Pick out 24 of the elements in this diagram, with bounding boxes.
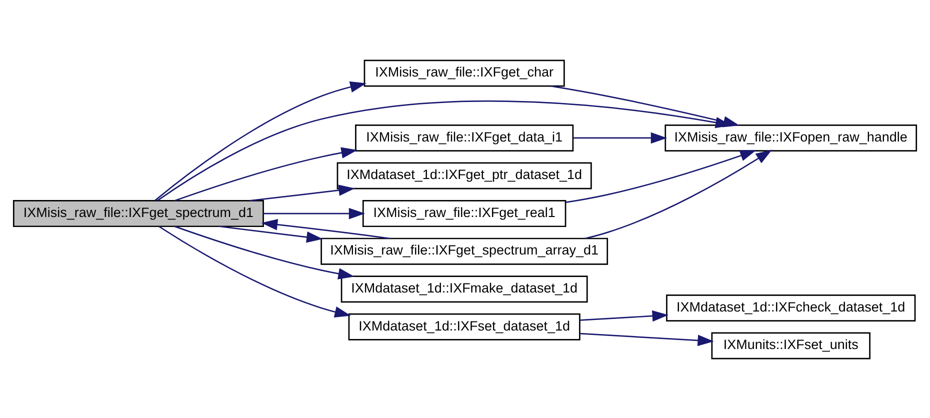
node-box: IXMunits::IXFset_units: [711, 332, 870, 359]
node-box: IXMdataset_1d::IXFset_dataset_1d: [348, 312, 580, 340]
arrow: [261, 218, 390, 239]
node-box: IXMisis_raw_file::IXFopen_raw_handle: [664, 124, 918, 151]
arrow: [580, 310, 668, 322]
arrow: [580, 332, 714, 346]
arrow: [573, 132, 668, 144]
arrow: [250, 184, 355, 201]
arrow: [174, 146, 358, 201]
arrow: [584, 149, 772, 239]
arrow: [154, 80, 366, 200]
arrow: [219, 225, 323, 242]
node-box: IXMisis_raw_file::IXFget_real1: [362, 200, 566, 227]
node-box: IXMdataset_1d::IXFget_ptr_dataset_1d: [336, 162, 592, 189]
node-box: IXMdataset_1d::IXFmake_dataset_1d: [340, 275, 588, 302]
arrow: [158, 225, 351, 317]
node-box: IXMisis_raw_file::IXFget_char: [364, 59, 565, 86]
arrow: [174, 225, 354, 279]
node-box: IXMisis_raw_file::IXFget_spectrum_d1: [12, 200, 264, 227]
arrow: [566, 150, 756, 202]
node-box: IXMdataset_1d::IXFcheck_dataset_1d: [666, 294, 916, 321]
node-box: IXMisis_raw_file::IXFget_spectrum_array_d1: [320, 237, 608, 264]
node-box: IXMisis_raw_file::IXFget_data_i1: [355, 124, 574, 151]
arrow: [263, 207, 366, 219]
